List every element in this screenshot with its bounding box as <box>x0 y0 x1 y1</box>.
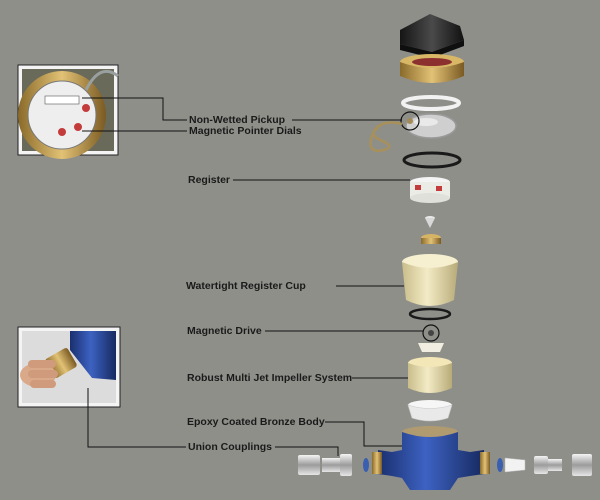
leader-line-couplings-right <box>275 446 339 456</box>
label-robust-multi-jet-impeller-system: Robust Multi Jet Impeller System <box>187 372 353 384</box>
register-unit <box>410 177 450 203</box>
leader-line-couplings-left <box>87 388 186 448</box>
non-wetted-pickup-sensor <box>369 111 420 152</box>
dial-photo-inset <box>17 64 119 159</box>
coupling-photo-inset <box>17 326 121 408</box>
glass-lens <box>405 113 457 139</box>
black-lid-cover <box>400 14 464 58</box>
union-coupling-right <box>497 454 592 476</box>
label-magnetic-drive: Magnetic Drive <box>187 325 262 337</box>
label-union-couplings: Union Couplings <box>188 441 272 453</box>
leader-line-pickup <box>82 97 187 121</box>
black-o-ring-top <box>402 151 462 169</box>
leader-line-body <box>325 421 402 447</box>
label-watertight-register-cup: Watertight Register Cup <box>186 280 306 292</box>
union-coupling-left <box>298 454 369 476</box>
label-epoxy-coated-bronze-body: Epoxy Coated Bronze Body <box>187 416 325 428</box>
drive-spindle <box>425 216 435 228</box>
watertight-register-cup <box>402 254 458 306</box>
brass-register-ring <box>400 54 464 83</box>
white-gasket <box>401 95 461 111</box>
label-register: Register <box>188 174 231 186</box>
strainer-basket <box>407 400 453 422</box>
black-o-ring-middle <box>408 307 452 321</box>
label-magnetic-pointer-dials: Magnetic Pointer Dials <box>189 125 302 137</box>
epoxy-coated-bronze-body <box>372 426 490 490</box>
brass-nut <box>421 234 441 244</box>
label-non-wetted-pickup: Non-Wetted Pickup <box>189 114 286 126</box>
multi-jet-impeller-cage <box>408 357 452 393</box>
leader-lines <box>82 97 423 456</box>
magnetic-drive-part <box>418 324 444 352</box>
